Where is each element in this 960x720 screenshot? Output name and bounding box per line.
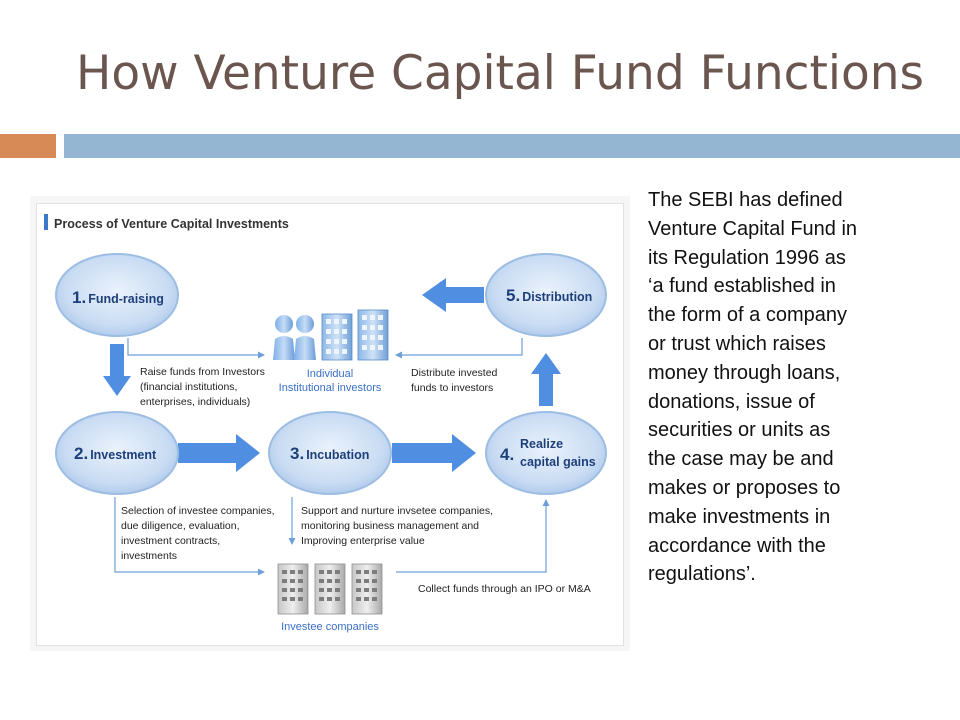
note-support-line1: Support and nurture invsetee companies, — [301, 505, 493, 517]
step-incubation — [268, 411, 392, 495]
arrow-down-1-to-2 — [103, 344, 131, 396]
note-support-line3: Improving enterprise value — [301, 535, 425, 547]
building-icon — [351, 563, 383, 615]
investors-caption-line2: Institutional investors — [279, 382, 382, 394]
office-building-icon — [321, 313, 353, 361]
accent-bar-blue — [64, 134, 960, 158]
building-icon — [314, 563, 346, 615]
connector-fund-to-investors — [127, 338, 265, 359]
definition-line: securities or units as — [648, 419, 831, 442]
office-building-icon — [357, 309, 389, 361]
definition-line: ‘a fund established in — [648, 275, 836, 298]
slide-title: How Venture Capital Fund Functions — [76, 46, 924, 101]
definition-line: its Regulation 1996 as — [648, 246, 846, 269]
definition-line: accordance with the — [648, 534, 826, 557]
investee-caption: Investee companies — [281, 621, 379, 633]
step-3-label: 3.Incubation — [290, 444, 369, 463]
step-realize-capital-gains — [485, 411, 607, 495]
step-1-label: 1.Fund-raising — [72, 288, 164, 307]
note-selection-line4: investments — [121, 550, 177, 562]
process-steps — [55, 253, 607, 495]
note-distribute-line1: Distribute invested — [411, 367, 498, 379]
step-fund-raising — [55, 253, 179, 337]
investee-companies-icon-group — [277, 563, 383, 615]
definition-line: donations, issue of — [648, 390, 815, 413]
step-investment — [55, 411, 179, 495]
person-icon — [273, 315, 295, 360]
investors-caption-line1: Individual — [307, 368, 353, 380]
note-collect-funds: Collect funds through an IPO or M&A — [418, 583, 591, 595]
arrow-up-4-to-5 — [531, 353, 561, 406]
step-4-number: 4. — [500, 445, 514, 464]
definition-line: the form of a company — [648, 304, 847, 327]
note-raise-funds-line3: enterprises, individuals) — [140, 396, 250, 408]
building-icon — [277, 563, 309, 615]
connector-investees-to-gains — [396, 499, 550, 573]
step-4-line2: capital gains — [520, 455, 596, 469]
diagram-title-marker — [44, 214, 48, 230]
process-arrows — [103, 278, 561, 472]
step-4-line1: Realize — [520, 437, 563, 451]
connector-distribution-to-investors — [395, 338, 523, 359]
connector-investment-to-investees — [114, 497, 265, 576]
note-selection-line2: due diligence, evaluation, — [121, 520, 240, 532]
note-selection-line3: investment contracts, — [121, 535, 220, 547]
note-distribute-line2: funds to investors — [411, 382, 493, 394]
definition-line: money through loans, — [648, 361, 841, 384]
diagram-title: Process of Venture Capital Investments — [54, 217, 289, 231]
accent-bar-orange — [0, 134, 56, 158]
note-raise-funds-line2: (financial institutions, — [140, 381, 237, 393]
note-support-line2: monitoring business management and — [301, 520, 479, 532]
step-5-label: 5.Distribution — [506, 286, 592, 305]
definition-line: regulations’. — [648, 563, 756, 586]
arrow-right-3-to-4 — [392, 434, 476, 472]
connector-lines — [114, 338, 550, 576]
definition-line: The SEBI has defined — [648, 189, 843, 211]
arrow-left-5-to-investors — [422, 278, 484, 312]
step-2-label: 2.Investment — [74, 444, 157, 463]
person-icon — [294, 315, 316, 360]
definition-line: make investments in — [648, 505, 831, 528]
note-selection-line1: Selection of investee companies, — [121, 505, 275, 517]
definition-line: or trust which raises — [648, 332, 826, 355]
step-distribution — [485, 253, 607, 337]
definition-line: Venture Capital Fund in — [648, 217, 858, 240]
note-raise-funds-line1: Raise funds from Investors — [140, 366, 265, 378]
investors-icon-group — [273, 309, 389, 361]
definition-line: the case may be and — [648, 448, 834, 471]
arrow-right-2-to-3 — [178, 434, 260, 472]
definition-line: makes or proposes to — [648, 476, 841, 499]
